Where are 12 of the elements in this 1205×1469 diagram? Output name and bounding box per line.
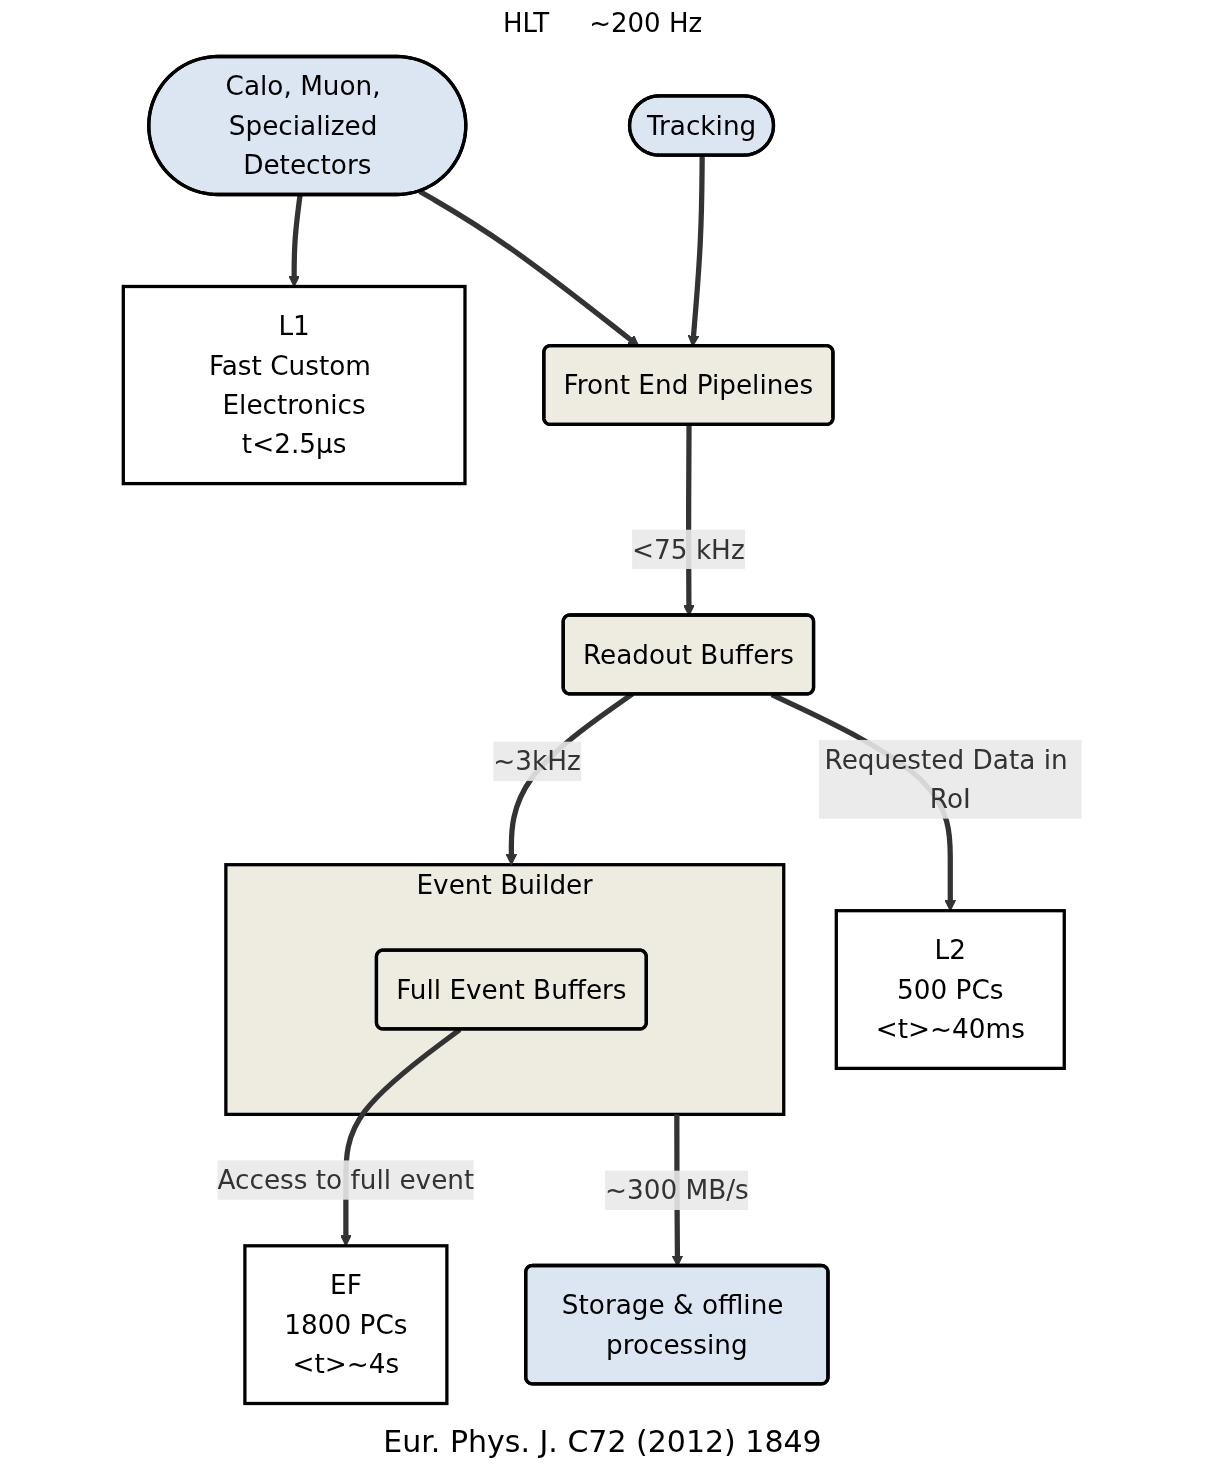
edge-label: Access to full event: [217, 1164, 475, 1196]
edge-label: <75 kHz: [632, 533, 745, 566]
node-box: L2 500 PCs <t>~40ms: [834, 909, 1066, 1071]
edge-label: ~300 MB/s: [605, 1174, 749, 1207]
edge-label: Requested Data in RoI: [824, 743, 1068, 815]
note-label: HLT: [502, 8, 550, 38]
node-box: EF 1800 PCs <t>~4s: [243, 1244, 449, 1406]
caption: Eur. Phys. J. C72 (2012) 1849: [382, 1423, 823, 1461]
node-box: L1 Fast Custom Electronics t<2.5µs: [121, 284, 467, 486]
edge-label: ~3kHz: [493, 745, 581, 777]
arrow: [288, 194, 303, 287]
note-label: ~200 Hz: [589, 8, 703, 38]
